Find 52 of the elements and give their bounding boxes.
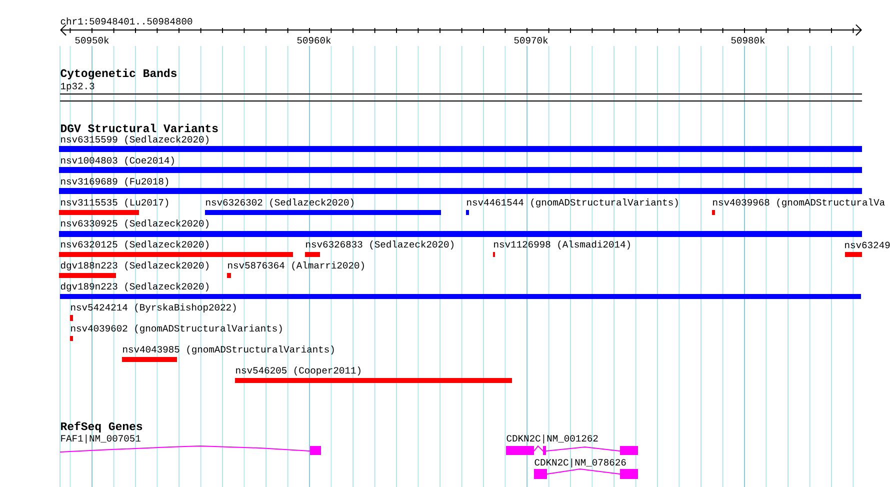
variant-bar: nsv3169689 (Fu2018) bbox=[59, 178, 862, 194]
variant-bar: nsv4039968 (gnomADStructuralVa bbox=[712, 198, 885, 215]
variant-bar: nsv4039602 (gnomADStructuralVariants) bbox=[70, 324, 282, 341]
variant-bar: nsv6326833 (Sedlazeck2020) bbox=[305, 240, 454, 257]
node-label: nsv6320125 (Sedlazeck2020) bbox=[61, 240, 208, 250]
node-label: nsv6326833 (Sedlazeck2020) bbox=[306, 240, 454, 250]
tick-label: 50950k bbox=[75, 36, 109, 44]
variant-bar: nsv63249 bbox=[845, 242, 890, 257]
gene-model: CDKN2C|NM_001262 bbox=[506, 434, 638, 455]
tick-label: 50970k bbox=[514, 36, 548, 44]
node-label: nsv1004803 (Coe2014) bbox=[61, 156, 174, 166]
cytoband-bar: 1p32.3 bbox=[60, 82, 862, 102]
location-text: chr1:50948401..50984800 bbox=[60, 17, 192, 25]
variant-bar: nsv6330925 (Sedlazeck2020) bbox=[59, 220, 862, 237]
node-label: nsv6315599 (Sedlazeck2020) bbox=[61, 136, 208, 144]
node-label: dgv189n223 (Sedlazeck2020) bbox=[60, 282, 208, 292]
variant-bar: nsv546205 (Cooper2011) bbox=[235, 366, 512, 383]
node-label: nsv546205 (Cooper2011) bbox=[236, 366, 360, 376]
node-label: nsv5424214 (ByrskaBishop2022) bbox=[71, 304, 236, 312]
node-label: nsv3169689 (Fu2018) bbox=[61, 178, 168, 186]
node-label: nsv4039968 (gnomADStructuralVa bbox=[713, 198, 885, 208]
node-label: CDKN2C|NM_078626 bbox=[534, 458, 626, 468]
variant-bar: nsv4461544 (gnomADStructuralVariants) bbox=[466, 198, 678, 215]
variant-bar: nsv1126998 (Alsmadi2014) bbox=[493, 240, 630, 257]
variant-bar: dgv188n223 (Sedlazeck2020) bbox=[59, 262, 208, 278]
variant-bar: nsv6326302 (Sedlazeck2020) bbox=[205, 198, 441, 215]
track-heading: DGV Structural Variants bbox=[61, 124, 218, 132]
gene-model: FAF1|NM_007051 bbox=[60, 434, 321, 455]
node-label: nsv1126998 (Alsmadi2014) bbox=[494, 240, 630, 250]
node-label: dgv188n223 (Sedlazeck2020) bbox=[60, 262, 208, 270]
variant-bar: nsv1004803 (Coe2014) bbox=[59, 156, 862, 173]
node-label: nsv5876364 (Almarri2020) bbox=[228, 262, 364, 270]
node-label: FAF1|NM_007051 bbox=[61, 434, 140, 444]
variant-bar: dgv189n223 (Sedlazeck2020) bbox=[60, 282, 861, 299]
variant-bar: nsv5424214 (ByrskaBishop2022) bbox=[70, 304, 236, 321]
variant-bar: nsv6315599 (Sedlazeck2020) bbox=[59, 136, 862, 152]
node-label: nsv4039602 (gnomADStructuralVariants) bbox=[71, 324, 282, 334]
node-label: nsv6326302 (Sedlazeck2020) bbox=[206, 198, 354, 208]
node-label: CDKN2C|NM_001262 bbox=[506, 434, 598, 444]
tick-label: 50980k bbox=[731, 36, 765, 44]
node-label: nsv4461544 (gnomADStructuralVariants) bbox=[467, 198, 678, 208]
node-label: nsv4043985 (gnomADStructuralVariants) bbox=[123, 346, 334, 354]
tick-label: 50960k bbox=[297, 36, 331, 44]
track-heading: Cytogenetic Bands bbox=[60, 68, 177, 80]
gene-model: CDKN2C|NM_078626 bbox=[534, 458, 638, 479]
node-label: nsv63249 bbox=[845, 242, 890, 248]
variant-bar: nsv4043985 (gnomADStructuralVariants) bbox=[122, 346, 334, 362]
variant-bar: nsv3115535 (Lu2017) bbox=[59, 198, 168, 215]
variant-bar: nsv5876364 (Almarri2020) bbox=[227, 262, 364, 278]
node-label: nsv6330925 (Sedlazeck2020) bbox=[61, 220, 208, 228]
node-label: nsv3115535 (Lu2017) bbox=[61, 198, 168, 208]
variant-bar: nsv6320125 (Sedlazeck2020) bbox=[59, 240, 293, 257]
